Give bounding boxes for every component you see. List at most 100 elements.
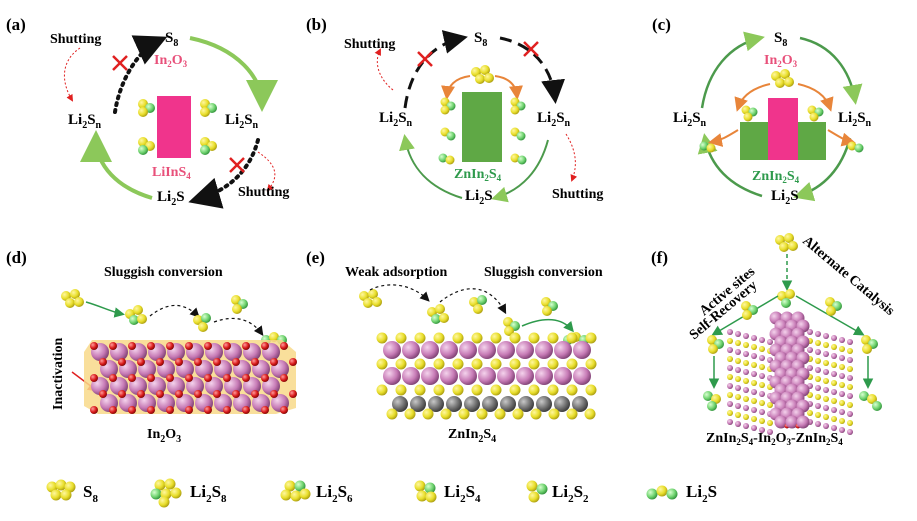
oxygen-atom — [185, 342, 193, 350]
node-s8: S8 — [774, 30, 787, 49]
oxygen-atom — [137, 358, 145, 366]
oxygen-atom — [156, 390, 164, 398]
polysulfide-cluster — [193, 313, 211, 332]
lattice-atom — [767, 429, 773, 435]
lattice-atom — [815, 349, 821, 355]
lattice-atom — [743, 351, 749, 357]
conversion-arrow — [521, 318, 574, 333]
lattice-atom — [823, 414, 829, 420]
li2s-molecule — [438, 153, 455, 165]
lattice-atom — [759, 346, 765, 352]
node-li2sn-left: Li2Sn — [673, 110, 707, 129]
sulfur-atom — [395, 358, 407, 370]
node-li2sn-right: Li2Sn — [537, 110, 571, 129]
lattice-atom — [751, 335, 757, 341]
lattice-atom — [847, 384, 853, 390]
polysulfide-cluster — [541, 297, 558, 316]
in2o3-crystal-slab — [84, 340, 297, 414]
lattice-atom — [807, 365, 813, 371]
sulfur-atom — [395, 332, 407, 344]
cycle-arrow — [793, 137, 852, 202]
material-znin2s4-label: ZnIn2S4 — [454, 167, 502, 183]
li2s-molecule — [859, 391, 882, 411]
oxygen-atom — [90, 342, 98, 350]
li2s-molecule-icon — [646, 485, 678, 500]
lattice-atom — [831, 398, 837, 404]
lattice-atom — [727, 329, 733, 335]
indium-atom — [421, 367, 439, 385]
sulfur-atom — [433, 358, 445, 370]
polysulfide-cluster — [200, 137, 217, 155]
s8-cluster — [775, 233, 798, 252]
cycle-arrow-left — [399, 134, 463, 199]
caption-in2o3: In2O3 — [147, 427, 181, 445]
sulfur-atom — [452, 384, 464, 396]
legend-item-li2s: Li2S — [646, 482, 717, 505]
lattice-atom — [727, 374, 733, 380]
dashed-arrow-left — [403, 30, 468, 109]
indium-atom — [459, 341, 477, 359]
polysulfide-cluster — [777, 289, 795, 308]
indium-atom — [785, 415, 799, 429]
sulfur-atom — [452, 332, 464, 344]
oxygen-atom — [261, 342, 269, 350]
cycle-arrow-s8-to-li2sn — [189, 36, 278, 112]
lattice-atom — [759, 337, 765, 343]
lattice-atom — [847, 357, 853, 363]
in2o3-catalyst-bar — [157, 96, 191, 158]
indium-atom — [440, 367, 458, 385]
indium-atom — [774, 415, 788, 429]
s8-cluster — [471, 65, 494, 84]
sulfur-atom — [566, 384, 578, 396]
lattice-atom — [831, 371, 837, 377]
lattice-atom — [735, 412, 741, 418]
zinc-atom — [410, 396, 426, 412]
indium-atom — [554, 341, 572, 359]
cycle-arrow-right — [491, 139, 549, 203]
znin2s4-crystal-slab — [376, 332, 597, 420]
oxygen-atom — [232, 358, 240, 366]
sulfur-atom — [376, 358, 388, 370]
polysulfide-cluster — [807, 105, 824, 122]
lattice-atom — [839, 400, 845, 406]
lattice-atom — [831, 335, 837, 341]
lattice-atom — [727, 401, 733, 407]
svg-text:Li2S6: Li2S6 — [316, 482, 353, 505]
oxygen-atom — [99, 390, 107, 398]
lattice-atom — [815, 412, 821, 418]
lattice-atom — [727, 392, 733, 398]
oxygen-atom — [194, 390, 202, 398]
lattice-atom — [815, 385, 821, 391]
oxygen-atom — [128, 406, 136, 414]
node-li2s: Li2S — [465, 188, 493, 207]
oxygen-atom — [147, 342, 155, 350]
polysulfide-cluster — [510, 97, 526, 115]
lattice-atom — [847, 411, 853, 417]
lattice-atom — [759, 373, 765, 379]
lattice-atom — [751, 380, 757, 386]
lattice-atom — [735, 349, 741, 355]
lattice-atom — [823, 405, 829, 411]
lattice-atom — [743, 369, 749, 375]
lattice-atom — [831, 389, 837, 395]
polysulfide-cluster — [741, 105, 758, 122]
sulfur-atom — [476, 408, 488, 420]
lattice-atom — [839, 427, 845, 433]
dotted-arrow-right — [188, 138, 260, 209]
lattice-atom — [735, 331, 741, 337]
lattice-atom — [727, 383, 733, 389]
lattice-atom — [751, 362, 757, 368]
lattice-atom — [823, 351, 829, 357]
zinc-atom — [392, 396, 408, 412]
lattice-atom — [735, 340, 741, 346]
oxygen-atom — [99, 358, 107, 366]
oxygen-atom — [109, 406, 117, 414]
sulfur-atom — [490, 384, 502, 396]
oxygen-atom — [128, 342, 136, 350]
oxygen-atom — [175, 358, 183, 366]
lattice-atom — [847, 393, 853, 399]
catalysis-arrow — [797, 83, 834, 112]
sulfur-atom — [471, 384, 483, 396]
zinc-atom — [428, 396, 444, 412]
